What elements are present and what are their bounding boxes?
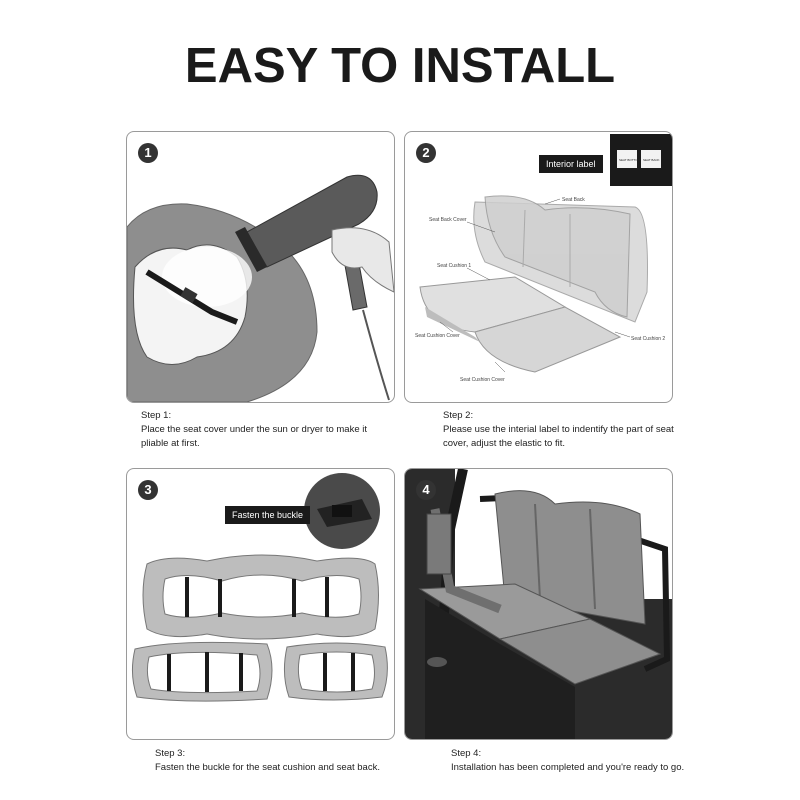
step-1-text: Place the seat cover under the sun or dr… bbox=[141, 424, 368, 449]
label-seat-cushion-cover-1: Seat Cushion Cover bbox=[415, 333, 460, 339]
step-3-number-badge: 3 bbox=[138, 480, 158, 500]
step-3-panel: 3 Fasten the buckle bbox=[126, 468, 395, 740]
label-seat-back: Seat Back bbox=[562, 197, 585, 203]
buckle-straps-cushion-1 bbox=[167, 652, 243, 692]
fasten-buckle-callout: Fasten the buckle bbox=[225, 506, 311, 524]
step-1-panel: 1 bbox=[126, 131, 395, 403]
label-seat-cushion-cover-2: Seat Cushion Cover bbox=[460, 377, 505, 383]
step-4-title: Step 4: bbox=[451, 748, 482, 759]
step-2-text-line-2: cover, adjust the elastic to fit. bbox=[443, 438, 565, 449]
label-seat-cushion-2: Seat Cushion 2 bbox=[631, 336, 665, 342]
step-4-illustration bbox=[405, 469, 672, 739]
buckle-straps-cushion-2 bbox=[323, 653, 355, 691]
step-3-illustration bbox=[131, 473, 388, 702]
step-2-illustration: SEAT BOTTOM SEAT BACK Seat Back Seat Bac… bbox=[415, 134, 672, 383]
step-4-text: Installation has been completed and you'… bbox=[451, 762, 685, 773]
step-3-title: Step 3: bbox=[155, 748, 186, 759]
step-2-panel: SEAT BOTTOM SEAT BACK Seat Back Seat Bac… bbox=[404, 131, 673, 403]
page-title: EASY TO INSTALL bbox=[184, 39, 616, 93]
tag-seat-bottom: SEAT BOTTOM bbox=[619, 158, 641, 162]
label-seat-cushion-1: Seat Cushion 1 bbox=[437, 263, 471, 269]
step-3-text: Fasten the buckle for the seat cushion a… bbox=[155, 762, 380, 773]
step-2-text-line-1: Please use the interial label to indenti… bbox=[443, 424, 674, 435]
step-1-title: Step 1: bbox=[141, 410, 172, 421]
label-seat-back-cover: Seat Back Cover bbox=[429, 217, 467, 223]
tag-seat-back: SEAT BACK bbox=[643, 158, 660, 162]
interior-label-callout: Interior label bbox=[539, 155, 603, 173]
step-1-number-badge: 1 bbox=[138, 143, 158, 163]
step-2-title: Step 2: bbox=[443, 410, 474, 421]
step-4-panel: 4 bbox=[404, 468, 673, 740]
step-1-illustration bbox=[127, 174, 394, 402]
step-4-number-badge: 4 bbox=[416, 480, 436, 500]
step-2-number-badge: 2 bbox=[416, 143, 436, 163]
buckle-straps-back bbox=[185, 577, 329, 617]
